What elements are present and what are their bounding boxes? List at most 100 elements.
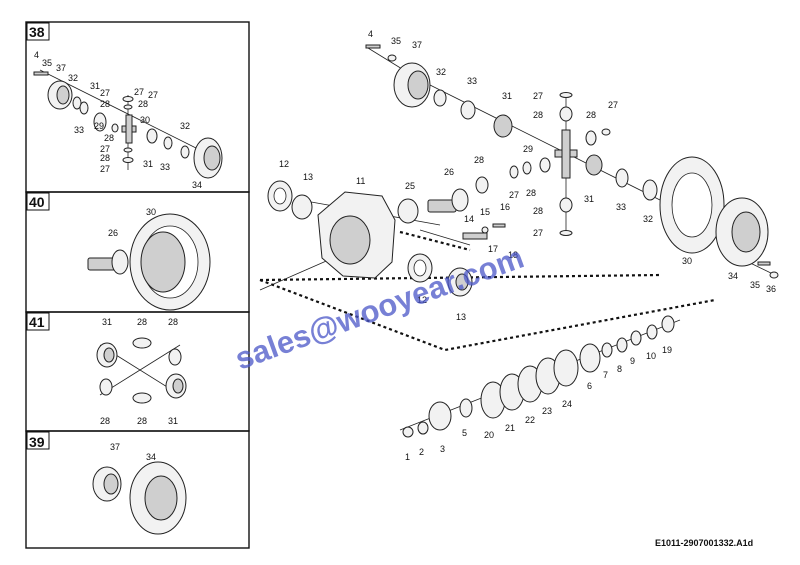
inset-39-title: 39 [29, 434, 45, 450]
label: 28 [533, 110, 543, 120]
inset-39-parts [92, 461, 187, 535]
label: 35 [42, 58, 52, 68]
label: 24 [562, 399, 572, 409]
label: 28 [533, 206, 543, 216]
label: 1 [405, 452, 410, 462]
label: 20 [484, 430, 494, 440]
label: 36 [766, 284, 776, 294]
label: 37 [110, 442, 120, 452]
label: 12 [279, 159, 289, 169]
label: 28 [137, 416, 147, 426]
label: 4 [34, 50, 39, 60]
label: 23 [542, 406, 552, 416]
label: 29 [94, 121, 104, 131]
label: 28 [526, 188, 536, 198]
label: 5 [462, 428, 467, 438]
label: 33 [467, 76, 477, 86]
label: 37 [412, 40, 422, 50]
label: 32 [180, 121, 190, 131]
label: 28 [138, 99, 148, 109]
label: 22 [525, 415, 535, 425]
label: 17 [488, 244, 498, 254]
label: 32 [436, 67, 446, 77]
label: 28 [586, 110, 596, 120]
label: 27 [608, 100, 618, 110]
label: 2 [419, 447, 424, 457]
label: 34 [146, 452, 156, 462]
label: 28 [100, 416, 110, 426]
label: 32 [68, 73, 78, 83]
inset-39: 39 [25, 430, 250, 549]
inset-41-parts [96, 337, 187, 404]
label: 3 [440, 444, 445, 454]
label: 27 [533, 91, 543, 101]
inset-38-labels: 4 35 37 32 31 27 27 28 27 28 33 29 30 27… [34, 50, 202, 190]
inset-40-labels: 26 30 [108, 207, 156, 238]
label: 7 [603, 370, 608, 380]
inset-40-parts [87, 213, 211, 311]
main-parts [267, 44, 779, 438]
label: 31 [168, 416, 178, 426]
label: 9 [630, 356, 635, 366]
inset-39-labels: 37 34 [110, 442, 156, 462]
label: 13 [303, 172, 313, 182]
label: 34 [728, 271, 738, 281]
label: 31 [584, 194, 594, 204]
bolt-part [365, 44, 381, 49]
label: 28 [168, 317, 178, 327]
label: 14 [464, 214, 474, 224]
label: 27 [100, 88, 110, 98]
label: 28 [100, 153, 110, 163]
label: 30 [146, 207, 156, 217]
label: 27 [100, 164, 110, 174]
label: 21 [505, 423, 515, 433]
label: 27 [148, 90, 158, 100]
label: 31 [90, 81, 100, 91]
inset-41-title: 41 [29, 314, 45, 330]
label: 26 [108, 228, 118, 238]
inset-38-parts [33, 69, 223, 179]
label: 37 [56, 63, 66, 73]
inset-39-frame [25, 430, 250, 549]
label: 8 [617, 364, 622, 374]
label: 27 [134, 87, 144, 97]
label: 34 [192, 180, 202, 190]
label: 30 [140, 115, 150, 125]
label: 27 [533, 228, 543, 238]
label: 27 [100, 144, 110, 154]
label: 27 [509, 190, 519, 200]
label: 29 [523, 144, 533, 154]
label: 35 [391, 36, 401, 46]
label: 13 [456, 312, 466, 322]
label: 26 [444, 167, 454, 177]
label: 28 [104, 133, 114, 143]
label: 32 [643, 214, 653, 224]
label: 11 [356, 176, 365, 186]
label: 15 [480, 207, 490, 217]
label: 4 [368, 29, 373, 39]
label: 31 [143, 159, 153, 169]
label: 30 [682, 256, 692, 266]
label: 35 [750, 280, 760, 290]
label: 25 [405, 181, 415, 191]
label: 33 [616, 202, 626, 212]
label: 31 [502, 91, 512, 101]
label: 6 [587, 381, 592, 391]
label: 19 [662, 345, 672, 355]
label: 12 [417, 295, 427, 305]
label: 31 [102, 317, 112, 327]
label: 28 [100, 99, 110, 109]
label: 10 [646, 351, 656, 361]
label: 33 [74, 125, 84, 135]
label: 16 [500, 202, 510, 212]
label: 18 [508, 250, 518, 260]
label: 28 [137, 317, 147, 327]
main-labels: 4 35 37 32 33 31 27 28 28 27 29 31 33 32… [279, 29, 776, 462]
bolt-part [33, 71, 49, 76]
label: 33 [160, 162, 170, 172]
inset-38-title: 38 [29, 24, 45, 40]
inset-40-title: 40 [29, 194, 45, 210]
inset-41-labels: 31 28 28 28 28 31 [100, 317, 178, 426]
